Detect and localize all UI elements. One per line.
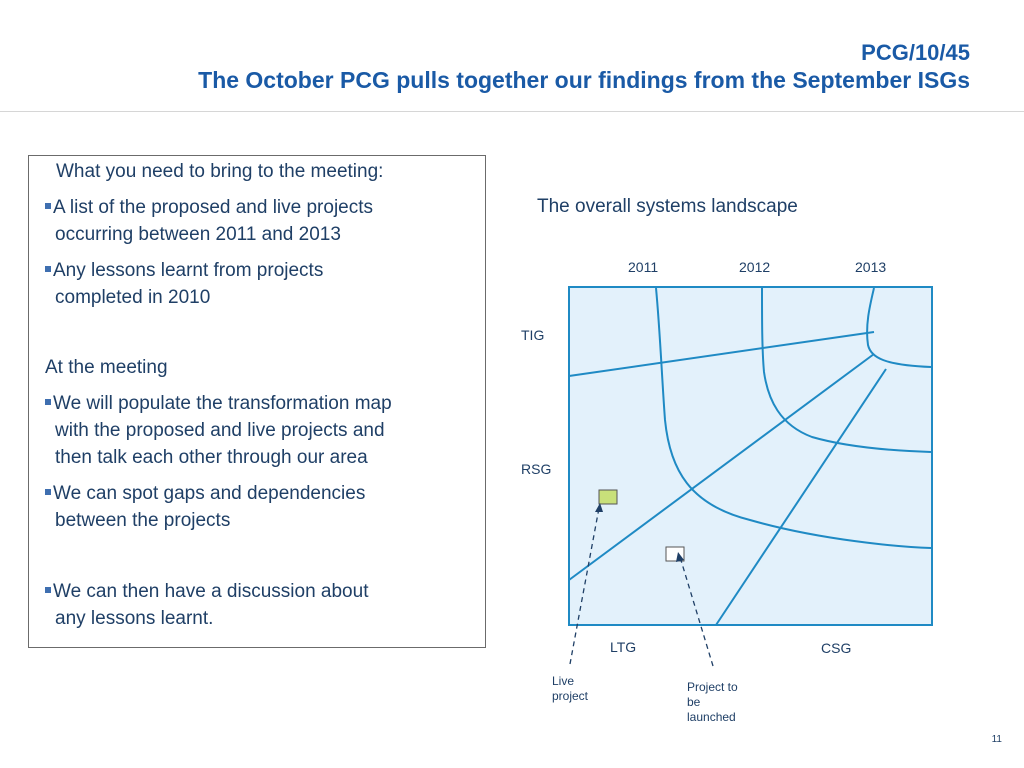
document-code: PCG/10/45 (861, 40, 970, 65)
landscape-boundaries (568, 287, 932, 626)
bottom-label-ltg: LTG (610, 639, 637, 655)
row-label-rsg: RSG (521, 461, 552, 477)
project-to-be-launched-label: Project to be launched (687, 680, 738, 724)
live-project-marker (598, 489, 618, 505)
bullet-project-list: A list of the proposed and live projects… (45, 194, 470, 248)
diagram-title: The overall systems landscape (537, 196, 798, 217)
bullet-transformation-map: We will populate the transformation map … (45, 390, 470, 471)
boundary-curve-2011 (655, 287, 932, 549)
bullet-lessons: Any lessons learnt from projects complet… (45, 257, 470, 311)
slide-title: The October PCG pulls together our findi… (198, 67, 970, 93)
bullet-square-icon (45, 489, 51, 495)
bullet-square-icon (45, 266, 51, 272)
tig-boundary-line (568, 331, 875, 377)
bullet-square-icon (45, 587, 51, 593)
boundary-curve-2012 (761, 287, 932, 453)
csg-boundary-line (715, 368, 887, 626)
live-arrowhead-icon (595, 503, 603, 512)
year-2011: 2011 (628, 259, 659, 275)
annotation-arrows (569, 507, 714, 667)
boundary-curve-2013 (866, 287, 932, 368)
row-label-tig: TIG (521, 327, 545, 343)
bring-heading: What you need to bring to the meeting: (56, 161, 384, 182)
bullet-gaps: We can spot gaps and dependencies betwee… (45, 480, 470, 534)
bullet-square-icon (45, 203, 51, 209)
header-divider (0, 111, 1024, 112)
ltg-boundary-line (568, 353, 875, 581)
bullet-square-icon (45, 399, 51, 405)
meeting-info-box: What you need to bring to the meeting: A… (28, 155, 486, 648)
bullet-discussion: We can then have a discussion about any … (45, 578, 470, 632)
meeting-heading: At the meeting (45, 357, 168, 378)
launch-arrow-line (679, 556, 714, 667)
launch-arrowhead-icon (676, 552, 684, 562)
live-project-label: Live project (552, 674, 589, 703)
bottom-label-csg: CSG (821, 640, 852, 656)
slide-header: PCG/10/45 The October PCG pulls together… (198, 40, 970, 94)
landscape-box (568, 286, 933, 626)
year-2013: 2013 (855, 259, 887, 275)
page-number: 11 (991, 734, 1002, 745)
year-2012: 2012 (739, 259, 771, 275)
